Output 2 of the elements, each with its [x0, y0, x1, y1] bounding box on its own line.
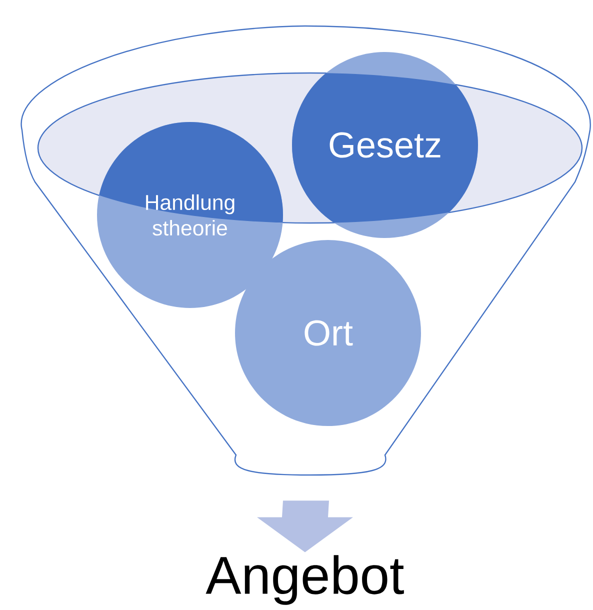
output-label: Angebot — [206, 555, 404, 605]
block-arrow — [257, 500, 353, 552]
